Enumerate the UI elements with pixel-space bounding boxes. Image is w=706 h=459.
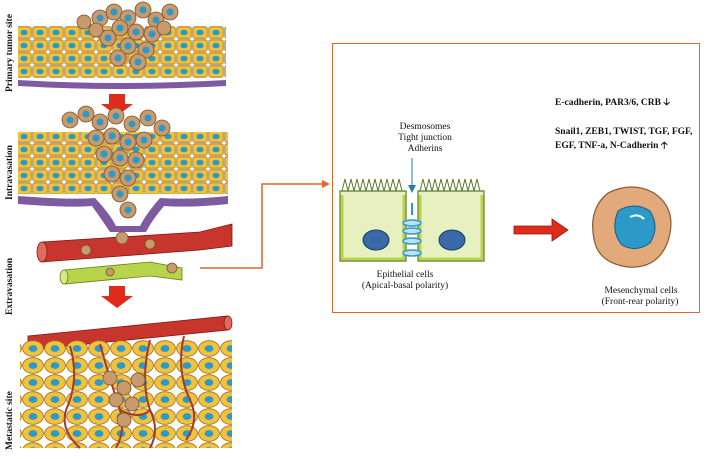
- junction-label-tight: Tight junction: [398, 133, 452, 143]
- epithelial-label-line2: (Apical-basal polarity): [361, 281, 449, 291]
- transition-arrow: [513, 218, 569, 242]
- mesenchymal-label-line1: Mesenchymal cells: [604, 286, 678, 296]
- metastasis-illustration: [18, 1, 330, 449]
- down-arrow-icon: 🡣: [663, 98, 671, 108]
- connector-arrow: [200, 183, 322, 269]
- upregulated-line1: Snail1, ZEB1, TWIST, TGF, FGF,: [555, 127, 693, 137]
- epithelial-cells: [339, 178, 485, 262]
- primary-tumor-tissue: [18, 1, 226, 89]
- mesenchymal-cell: [592, 186, 672, 268]
- junction-label-desmosomes: Desmosomes: [399, 122, 451, 132]
- up-arrow-icon: 🡡: [660, 141, 668, 151]
- intravasation-tissue: [18, 105, 228, 232]
- emt-illustration: [339, 158, 672, 268]
- metastatic-tissue: [20, 315, 233, 449]
- emt-panel: [332, 43, 700, 313]
- downregulated-markers: E-cadherin, PAR3/6, CRB 🡣: [555, 98, 670, 109]
- mesenchymal-label-line2: (Front-rear polarity): [601, 297, 679, 307]
- junction-label-adherins: Adherins: [407, 144, 443, 154]
- blood-vessels: [36, 223, 233, 285]
- downregulated-text: E-cadherin, PAR3/6, CRB: [555, 98, 661, 108]
- down-arrow-1: [101, 94, 133, 116]
- down-arrow-2: [101, 286, 133, 308]
- upregulated-markers: EGF, TNF-a, N-Cadherin 🡡: [555, 141, 668, 152]
- epithelial-label-line1: Epithelial cells: [376, 270, 434, 280]
- upregulated-text: EGF, TNF-a, N-Cadherin: [555, 141, 659, 151]
